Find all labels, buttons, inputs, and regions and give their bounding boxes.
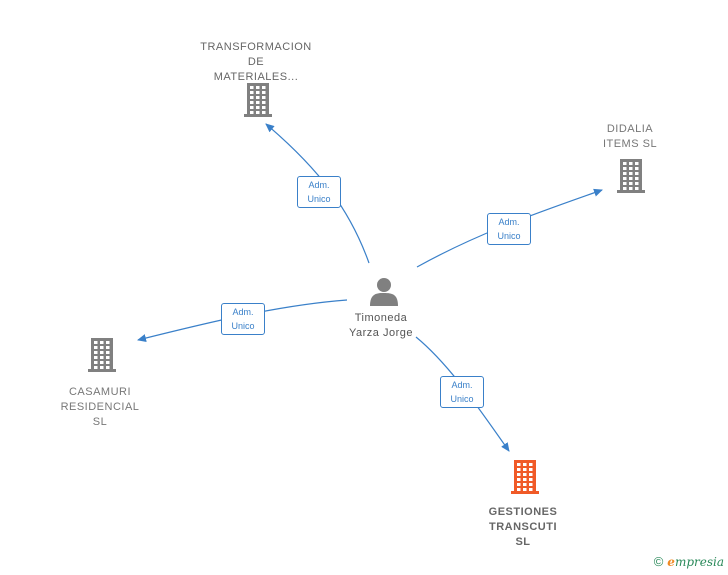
building-icon[interactable]	[244, 83, 272, 117]
building-icon[interactable]	[88, 338, 116, 372]
edges-layer	[137, 123, 603, 452]
watermark: © empresia	[654, 554, 724, 569]
copyright-symbol: ©	[653, 554, 664, 569]
relation-label-didalia: Adm. Unico	[487, 213, 531, 245]
brand-logo: empresia	[667, 554, 724, 569]
center-person-label[interactable]: Timoneda Yarza Jorge	[349, 312, 413, 339]
relation-label-transformacion: Adm. Unico	[297, 176, 341, 208]
company-label-didalia[interactable]: DIDALIA ITEMS SL	[602, 123, 658, 150]
person-icon[interactable]	[370, 278, 398, 306]
company-label-gestiones[interactable]: GESTIONES TRANSCUTI SL	[488, 506, 558, 548]
relation-label-casamuri: Adm. Unico	[221, 303, 265, 335]
company-label-casamuri[interactable]: CASAMURI RESIDENCIAL SL	[60, 386, 140, 428]
icons-layer	[88, 83, 645, 494]
building-icon[interactable]	[511, 460, 539, 494]
company-label-transformacion[interactable]: TRANSFORMACION DE MATERIALES...	[200, 41, 312, 83]
building-icon[interactable]	[617, 159, 645, 193]
relation-label-gestiones: Adm. Unico	[440, 376, 484, 408]
